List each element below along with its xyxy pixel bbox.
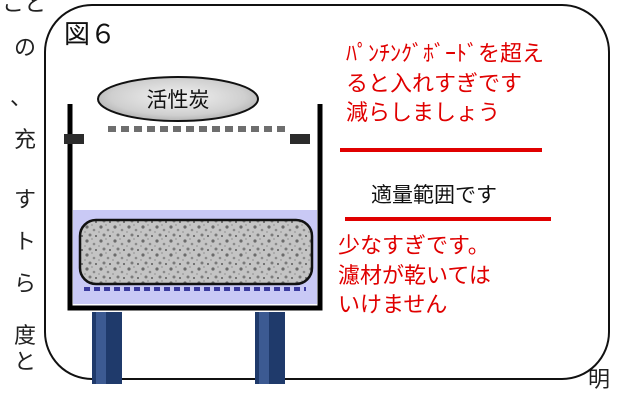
bg-text-9: と	[14, 350, 37, 375]
filter-tank-diagram: 活性炭	[64, 76, 323, 384]
bg-text-3: 、	[10, 86, 33, 111]
upper-limit-line	[340, 148, 542, 152]
note-too-much: ﾊﾟﾝﾁﾝｸﾞﾎﾞｰﾄﾞを超え ると入れすぎです 減らしましょう	[346, 40, 544, 129]
board-support-right	[290, 134, 310, 144]
note-too-little-line-1: 少なすぎです。	[338, 234, 490, 259]
bg-text-6: ト	[14, 230, 37, 255]
activated-carbon-bag	[97, 76, 259, 122]
note-too-much-line-2: ると入れすぎです	[346, 71, 523, 97]
tank-outline	[67, 104, 323, 311]
bg-text-4: 充	[14, 128, 37, 153]
note-too-little-line-2: 濾材が乾いては	[338, 263, 491, 289]
lower-limit-line	[345, 217, 551, 221]
filter-media	[78, 218, 314, 286]
figure-frame	[44, 4, 610, 380]
note-too-much-line-1: ﾊﾟﾝﾁﾝｸﾞﾎﾞｰﾄﾞを超え	[346, 42, 545, 67]
bg-text-7: ら	[14, 272, 37, 297]
note-too-much-line-3: 減らしましょう	[346, 101, 501, 127]
figure-label: 図６	[64, 20, 117, 50]
bg-text-1: こと	[2, 0, 47, 17]
activated-carbon-label: 活性炭	[147, 88, 210, 112]
board-support-left	[64, 134, 84, 144]
note-too-little: 少なすぎです。 濾材が乾いては いけません	[338, 232, 491, 321]
bg-text-2: の	[14, 36, 37, 61]
bg-text-8: 度	[14, 324, 37, 349]
note-too-little-line-3: いけません	[338, 293, 448, 319]
note-proper-range: 適量範囲です	[371, 183, 497, 207]
bg-text-5: す	[14, 188, 37, 213]
